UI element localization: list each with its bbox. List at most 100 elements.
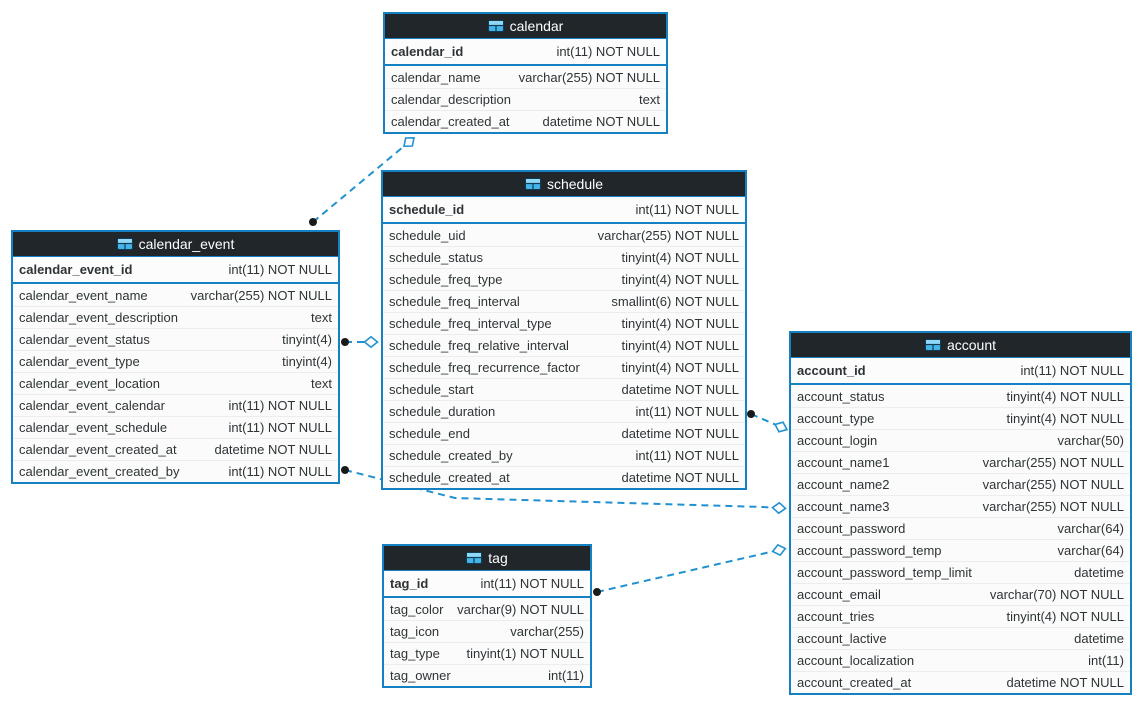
column-row-schedule_created_at[interactable]: schedule_created_at datetime NOT NULL [383,466,745,488]
relation-calendar_event-account[interactable] [341,466,787,515]
column-type: int(11) NOT NULL [1020,363,1124,378]
column-type: tinyint(1) NOT NULL [466,646,584,661]
column-type: datetime NOT NULL [542,114,660,129]
column-type: tinyint(4) NOT NULL [1006,411,1124,426]
column-name: calendar_event_name [19,287,148,303]
column-type: datetime NOT NULL [621,470,739,485]
column-type: varchar(255) NOT NULL [982,499,1124,514]
column-name: account_lactive [797,631,887,646]
relation-calendar_event-calendar[interactable] [309,134,417,226]
column-type: smallint(6) NOT NULL [611,294,739,309]
column-type: tinyint(4) NOT NULL [1006,609,1124,624]
column-name: account_tries [797,609,875,624]
column-row-account_lactive[interactable]: account_lactive datetime [791,627,1130,649]
column-type: varchar(255) [510,624,584,639]
column-type: text [311,310,332,325]
column-row-account_name3[interactable]: account_name3 varchar(255) NOT NULL [791,495,1130,517]
column-type: varchar(255) NOT NULL [982,455,1124,470]
column-type: int(11) [548,668,584,683]
relation-schedule-account[interactable] [747,410,789,434]
relation-calendar_event-schedule[interactable] [341,335,379,349]
column-type: datetime [1074,631,1124,646]
column-type: int(11) NOT NULL [228,420,332,435]
column-type: varchar(64) [1057,521,1124,536]
table-header-tag[interactable]: tag [384,546,590,571]
column-type: varchar(70) NOT NULL [989,587,1124,602]
relation-tag-account[interactable] [593,543,787,596]
column-type: int(11) NOT NULL [228,262,332,277]
table-header-schedule[interactable]: schedule [383,172,745,197]
column-name: calendar_created_at [391,114,510,129]
table-title: account [946,337,997,353]
relation-line[interactable] [312,141,410,223]
relation-diamond-endpoint [773,421,789,433]
column-type: int(11) NOT NULL [228,398,332,413]
column-type: int(11) NOT NULL [228,464,332,479]
column-name: account_name3 [797,499,890,514]
relation-line[interactable] [344,469,780,509]
relation-line[interactable] [596,549,780,593]
column-row-account_tries[interactable]: account_tries tinyint(4) NOT NULL [791,605,1130,627]
column-name: schedule_created_at [389,470,510,485]
column-type: text [311,376,332,391]
column-name: schedule_freq_type [389,272,503,287]
table-header-account[interactable]: account [791,333,1130,358]
column-row-calendar_created_at[interactable]: calendar_created_at datetime NOT NULL [385,110,666,132]
table-icon [524,178,541,190]
table-header-calendar_event[interactable]: calendar_event [13,232,338,257]
column-name: schedule_duration [389,404,496,419]
table-header-calendar[interactable]: calendar [385,14,666,39]
column-name: calendar_event_status [19,332,150,347]
